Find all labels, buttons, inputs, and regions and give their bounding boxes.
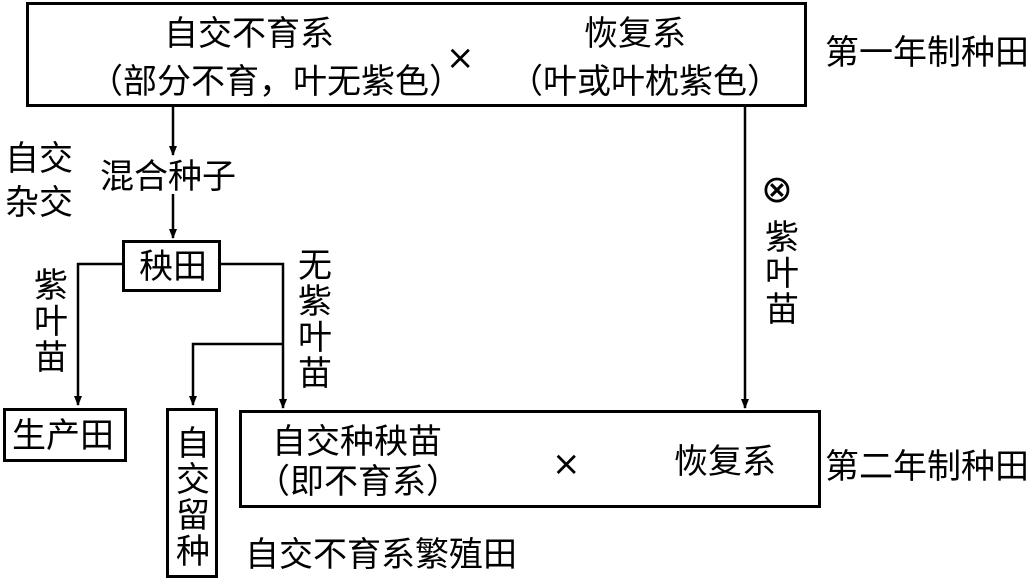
production-field-label: 生产田 bbox=[12, 416, 114, 456]
year2-right-label: 恢复系 bbox=[674, 442, 776, 482]
year1-left-line2: （部分不育，叶无紫色） bbox=[89, 62, 463, 102]
year2-field-label: 第二年制种田 bbox=[825, 447, 1029, 487]
year1-right-line2: （叶或叶枕紫色） bbox=[509, 62, 781, 102]
side-label-hybrid: 杂交 bbox=[5, 183, 73, 223]
production-field-box: 生产田 bbox=[3, 408, 127, 462]
year1-field-label: 第一年制种田 bbox=[825, 33, 1029, 73]
year2-left-line1: 自交种秧苗 bbox=[272, 422, 442, 462]
purple-leaf-seedlings-left: 紫叶苗 bbox=[34, 266, 68, 379]
purple-leaf-seedlings-right: 紫叶苗 bbox=[765, 218, 799, 331]
no-purple-leaf-seedlings: 无紫叶苗 bbox=[298, 246, 332, 395]
arrow-to-year2-field bbox=[220, 262, 287, 409]
selfing-symbol: ⊗ bbox=[761, 167, 793, 211]
seedling-field-label: 秧田 bbox=[139, 247, 207, 287]
arrow-to-self-seed bbox=[189, 342, 283, 406]
seedling-field-box: 秧田 bbox=[122, 240, 221, 292]
self-seed-keep-box: 自交留种 bbox=[166, 408, 218, 578]
year2-left-line2: （即不育系） bbox=[256, 462, 460, 502]
year1-right-line1: 恢复系 bbox=[584, 14, 686, 54]
year1-field-box: 自交不育系 （部分不育，叶无紫色） × 恢复系 （叶或叶枕紫色） bbox=[26, 2, 807, 107]
arrow-to-production-field bbox=[74, 262, 123, 406]
mixed-seeds-label: 混合种子 bbox=[100, 157, 236, 197]
year2-field-box: 自交种秧苗 （即不育系） × 恢复系 bbox=[239, 410, 821, 508]
year1-cross-symbol: × bbox=[446, 38, 475, 78]
year1-left-line1: 自交不育系 bbox=[164, 14, 334, 54]
side-label-self: 自交 bbox=[5, 139, 73, 179]
year2-cross-symbol: × bbox=[552, 444, 581, 484]
self-seed-keep-label: 自交留种 bbox=[176, 424, 210, 573]
multiplication-field-label: 自交不育系繁殖田 bbox=[245, 535, 517, 575]
